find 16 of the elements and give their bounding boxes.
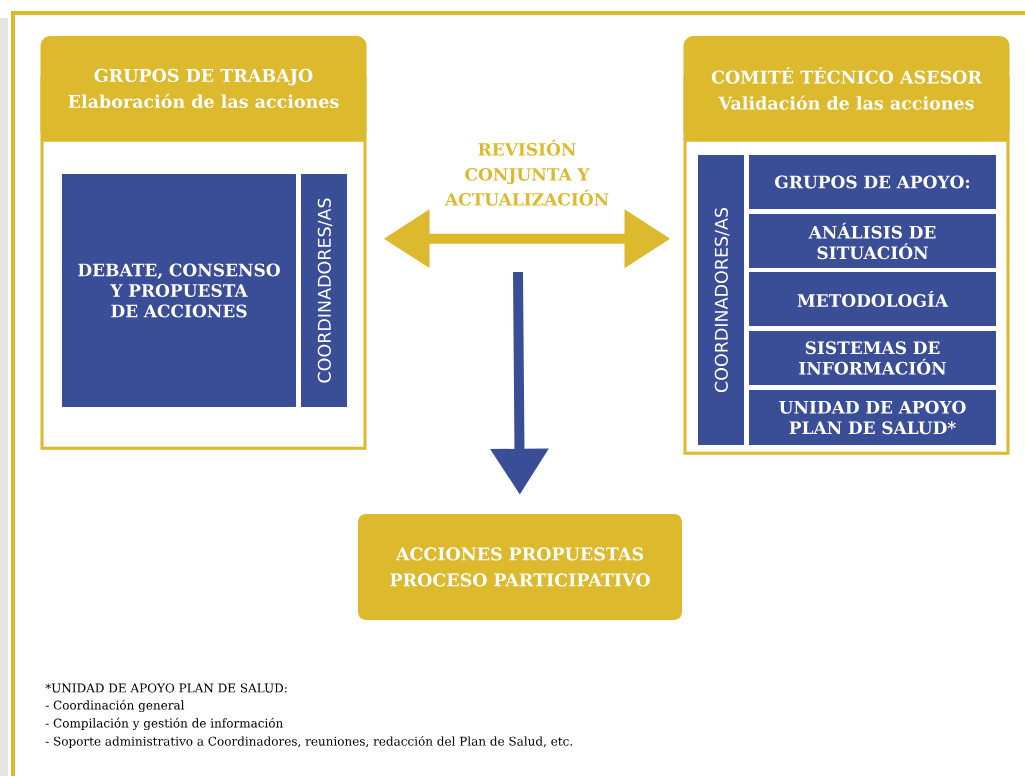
process-box: UNIDAD DE APOYO PLAN DE SALUD*	[749, 390, 996, 445]
process-box: METODOLOGÍA	[749, 272, 996, 326]
panel-header: COMITÉ TÉCNICO ASESOR Validación de las acciones	[683, 36, 1010, 141]
footnote-line: *UNIDAD DE APOYO PLAN DE SALUD:	[45, 683, 287, 693]
footnote-line: - Coordinación general	[45, 699, 185, 713]
process-box: SISTEMAS DE INFORMACIÓN	[749, 331, 996, 385]
footnote-line: - Compilación y gestión de información	[45, 717, 283, 731]
panel-header: GRUPOS DE TRABAJO Elaboración de las acciones	[40, 36, 367, 141]
result-box: ACCIONES PROPUESTAS PROCESO PARTICIPATIVO	[358, 514, 682, 620]
edge-label: REVISIÓN CONJUNTA Y ACTUALIZACIÓN	[437, 138, 617, 207]
footnote-line: - Soporte administrativo a Coordinadores, reuniones, redacción del Plan de Salud, etc.	[45, 735, 573, 749]
process-box: ANÁLISIS DE SITUACIÓN	[749, 214, 996, 268]
process-box: DEBATE, CONSENSO Y PROPUESTA DE ACCIONES	[62, 174, 296, 407]
vertical-box: COORDINADORES/AS	[301, 174, 347, 407]
vertical-box: COORDINADORES/AS	[698, 155, 744, 445]
process-box: GRUPOS DE APOYO:	[749, 155, 996, 209]
